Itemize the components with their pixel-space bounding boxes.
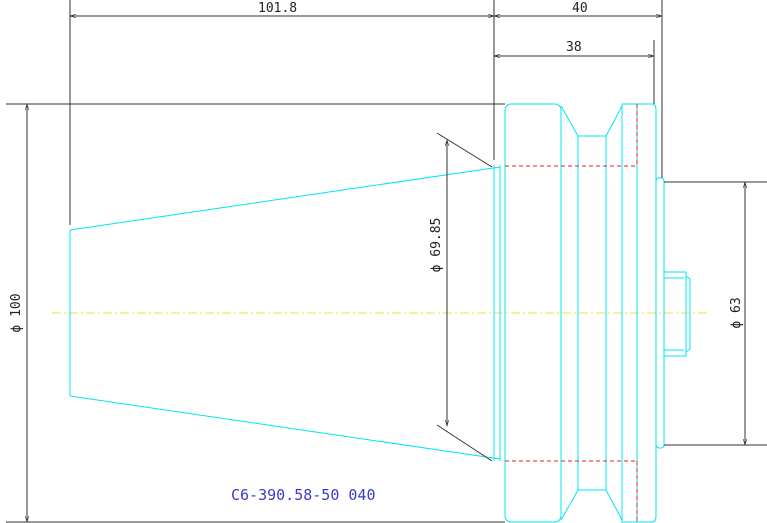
dim-flange-width-label: 40 bbox=[572, 1, 588, 16]
part-number-label: C6-390.58-50 040 bbox=[231, 486, 376, 504]
dim-outer-diameter-label: ϕ 100 bbox=[9, 293, 24, 332]
dim-inner-width-label: 38 bbox=[566, 40, 582, 55]
dim-taper-diameter-label: ϕ 69.85 bbox=[429, 218, 444, 273]
outer-diameter-dimension bbox=[6, 102, 505, 523]
pilot-diameter-dimension bbox=[664, 180, 767, 447]
pilot-stub bbox=[663, 271, 691, 357]
dim-pilot-diameter-label: ϕ 63 bbox=[729, 297, 744, 328]
taper-shank bbox=[69, 165, 501, 461]
hidden-lines bbox=[505, 104, 638, 522]
flange-body bbox=[504, 103, 665, 523]
taper-diameter-dimension bbox=[436, 132, 493, 462]
top-dimensions bbox=[68, 0, 664, 225]
dim-total-length-label: 101.8 bbox=[258, 1, 297, 16]
